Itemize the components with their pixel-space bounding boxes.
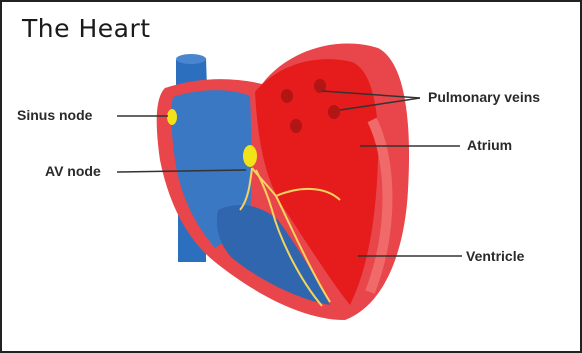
av-node-label: AV node (45, 163, 101, 179)
pulmonary-vein-opening (281, 89, 293, 103)
ventricle-label: Ventricle (466, 248, 524, 264)
atrium-label: Atrium (467, 137, 512, 153)
pulmonary-veins-label: Pulmonary veins (428, 89, 540, 105)
sinus-node (167, 109, 177, 125)
sinus-node-label: Sinus node (17, 107, 92, 123)
pulmonary-vein-opening (290, 119, 302, 133)
pulmonary-vein-opening (328, 105, 340, 119)
vena-cava-top (176, 54, 206, 64)
av-node (243, 145, 257, 167)
